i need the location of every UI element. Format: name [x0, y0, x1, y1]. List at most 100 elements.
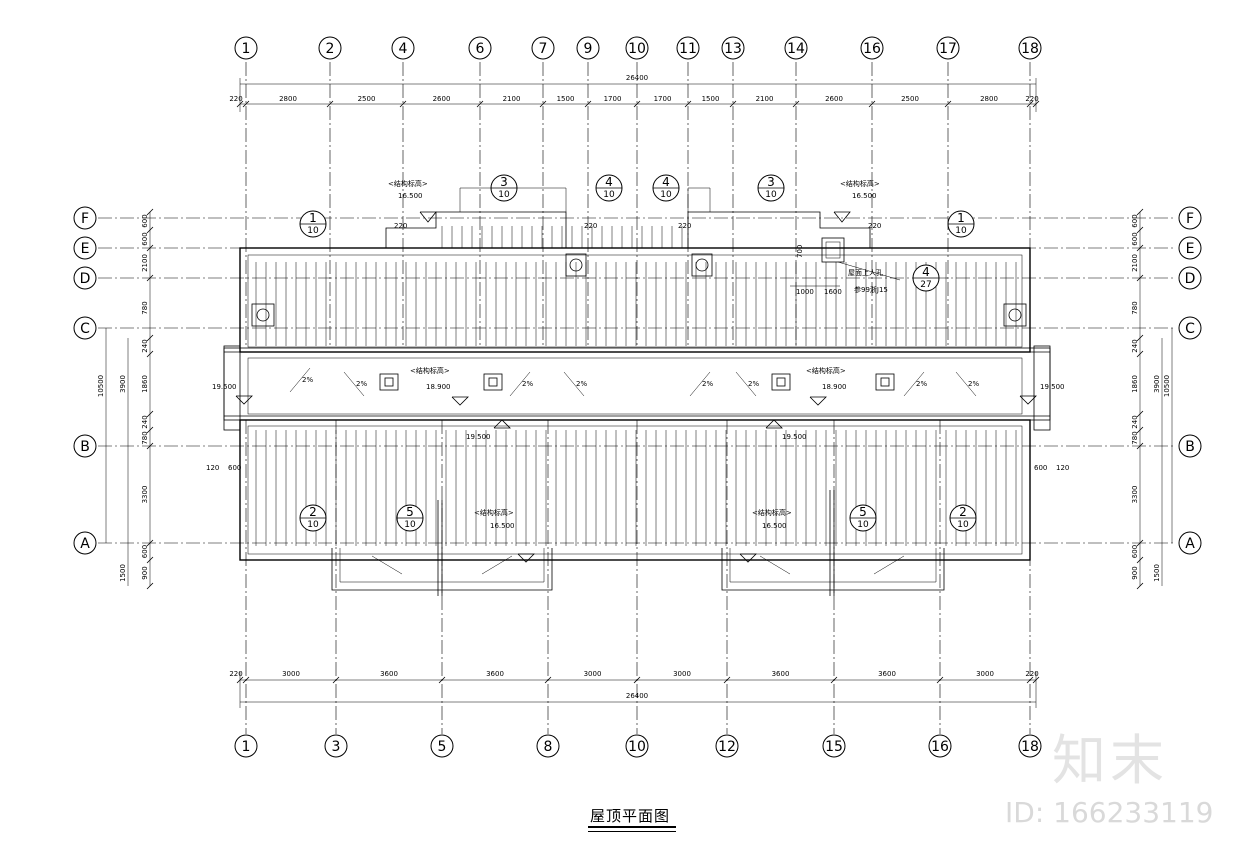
axis-top-6: 6	[468, 36, 492, 60]
slope-line	[955, 371, 977, 397]
dim-220: 220	[584, 222, 597, 230]
dim-value: 220	[1025, 670, 1038, 678]
dim-tick	[476, 100, 484, 108]
axis-bottom-5: 5	[430, 734, 454, 758]
dim-tick	[936, 676, 944, 684]
axis-bottom-8: 8	[536, 734, 560, 758]
axis-circle	[784, 36, 808, 60]
elev-label: <结构标高>	[840, 179, 880, 188]
dim-value: 2100	[503, 95, 521, 103]
slope-label: 2%	[916, 380, 927, 388]
elev-value: 19.500	[212, 383, 237, 391]
dim-tick	[332, 676, 340, 684]
axis-top-18: 18	[1018, 36, 1042, 60]
axis-circle	[324, 734, 348, 758]
dim-right-value: 600	[1131, 232, 1139, 245]
slope-line	[689, 371, 711, 397]
slope-line	[563, 371, 585, 397]
elev-value: 18.900	[822, 383, 847, 391]
dim-value: 2600	[825, 95, 843, 103]
axis-left-C: C	[73, 316, 97, 340]
section-sheet: 10	[603, 190, 615, 200]
axis-label: 15	[825, 739, 843, 755]
axis-top-11: 11	[676, 36, 700, 60]
slope-line	[903, 371, 925, 397]
dim-right-value: 2100	[1131, 254, 1139, 272]
dim-tick	[146, 334, 154, 342]
section-mark: 310	[757, 174, 785, 202]
slope-arrows: 2%2%2%2%2%2%2%2%	[289, 367, 979, 397]
axis-label: B	[1185, 439, 1195, 455]
axis-label: 4	[399, 41, 408, 57]
dim-tick	[1026, 100, 1034, 108]
axis-circle	[73, 206, 97, 230]
slope-label: 2%	[302, 376, 313, 384]
dim-tick	[684, 100, 692, 108]
section-number: 1	[957, 211, 965, 225]
dim-220: 220	[868, 222, 881, 230]
axis-label: 17	[939, 41, 957, 57]
elev-value: 16.500	[398, 192, 423, 200]
axis-label: 6	[476, 41, 485, 57]
dim-600: 600	[1034, 464, 1047, 472]
dim-tick	[146, 350, 154, 358]
dim-tick	[1026, 676, 1034, 684]
section-number: 5	[406, 505, 414, 519]
section-number: 2	[309, 505, 317, 519]
section-number: 5	[859, 505, 867, 519]
dim-tick	[792, 100, 800, 108]
axis-right-A: A	[1178, 531, 1202, 555]
dim-right-value: 600	[1131, 214, 1139, 227]
axis-label: E	[81, 241, 90, 257]
dim-right-sub: 3900	[1153, 375, 1161, 393]
section-mark: 210	[949, 504, 977, 532]
axis-circle	[1178, 434, 1202, 458]
dim-1000: 1000	[796, 288, 814, 296]
dim-tick	[1136, 410, 1144, 418]
axis-label: 1	[242, 739, 251, 755]
section-sheet: 27	[920, 280, 931, 290]
dim-right-sub: 1500	[1153, 564, 1161, 582]
elev-label: <结构标高>	[388, 179, 428, 188]
axis-circle	[625, 36, 649, 60]
dim-tick	[723, 676, 731, 684]
dim-value: 3000	[282, 670, 300, 678]
dim-220: 220	[394, 222, 407, 230]
section-number: 4	[922, 265, 930, 279]
dim-tick	[1136, 556, 1144, 564]
section-sheet: 10	[765, 190, 777, 200]
dim-tick	[584, 100, 592, 108]
dim-right-value: 1860	[1131, 375, 1139, 393]
elev-label: <结构标高>	[806, 366, 846, 375]
dim-tick	[242, 676, 250, 684]
dim-value: 1700	[654, 95, 672, 103]
axis-right-D: D	[1178, 266, 1202, 290]
watermark-logo: 知末	[1052, 729, 1168, 792]
slope-line	[735, 371, 757, 397]
axis-label: 11	[679, 41, 697, 57]
axis-bottom-18: 18	[1018, 734, 1042, 758]
axis-bottom-3: 3	[324, 734, 348, 758]
dim-value: 2800	[279, 95, 297, 103]
axis-label: 16	[931, 739, 949, 755]
dim-tick	[1136, 208, 1144, 216]
axis-circle	[860, 36, 884, 60]
dim-tick	[146, 556, 154, 564]
dim-700: 700	[796, 245, 804, 258]
axis-circle	[531, 36, 555, 60]
axis-label: 16	[863, 41, 881, 57]
axis-label: F	[1186, 211, 1194, 227]
dim-tick	[1136, 582, 1144, 590]
dim-value: 220	[229, 670, 242, 678]
section-number: 4	[662, 175, 670, 189]
axis-right-C: C	[1178, 316, 1202, 340]
dim-total-bottom: 26400	[626, 692, 648, 700]
slope-label: 2%	[968, 380, 979, 388]
axis-bottom-15: 15	[822, 734, 846, 758]
dim-tick	[326, 100, 334, 108]
elev-value: 16.500	[762, 522, 787, 530]
elev-value: 18.900	[426, 383, 451, 391]
dim-value: 2600	[433, 95, 451, 103]
dim-220: 220	[678, 222, 691, 230]
